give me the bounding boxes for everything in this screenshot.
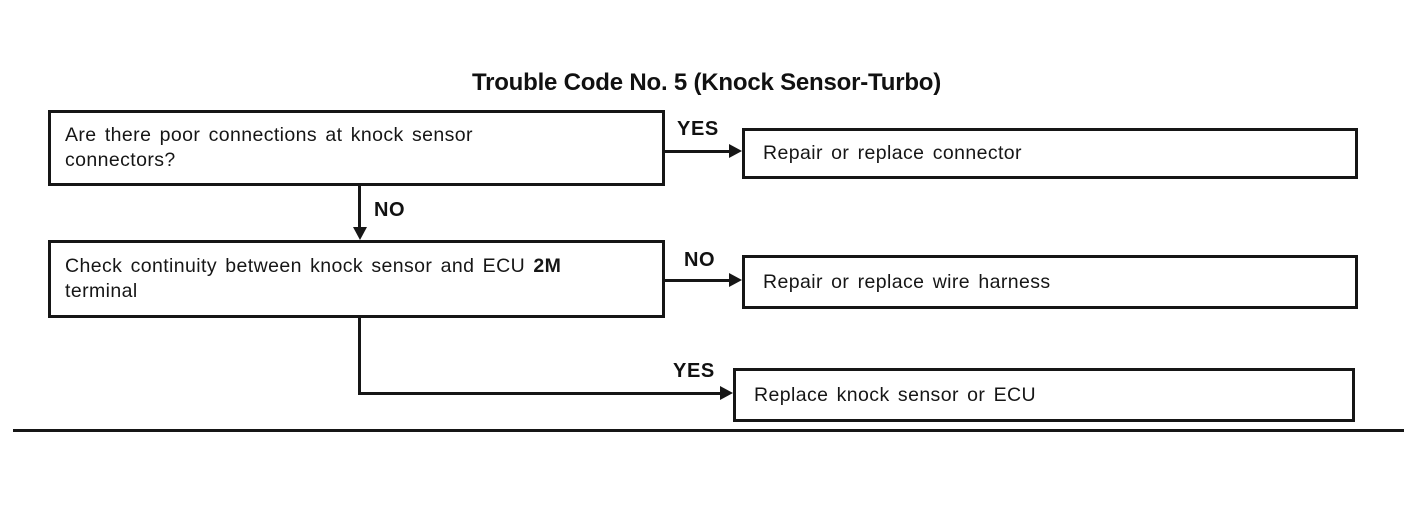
arrow-down-icon: [353, 227, 367, 240]
action-box-3-text: Replace knock sensor or ECU: [754, 383, 1036, 406]
decision-box-knock-sensor-connections: Are there poor connections at knock sens…: [48, 110, 665, 186]
arrow-right-icon: [729, 144, 742, 158]
decision-box-2-terminal-code: 2M: [533, 255, 562, 277]
branch-label-no-1: NO: [374, 199, 406, 221]
branch-label-yes-2: YES: [673, 360, 715, 382]
connector-line-yes-2-vertical: [358, 318, 361, 395]
decision-box-1-line-1: Are there poor connections at knock sens…: [65, 124, 473, 146]
page-title: Trouble Code No. 5 (Knock Sensor-Turbo): [471, 69, 942, 96]
arrow-right-icon: [720, 386, 733, 400]
connector-line-no-2: [665, 279, 731, 282]
decision-box-2-line-1: Check continuity between knock sensor an…: [65, 254, 648, 279]
action-box-1-text: Repair or replace connector: [763, 142, 1022, 164]
decision-box-2-line-1-text: Check continuity between knock sensor an…: [65, 255, 526, 277]
connector-line-no-1: [358, 186, 361, 230]
connector-line-yes-2-horizontal: [358, 392, 722, 395]
bottom-rule-divider: [13, 429, 1404, 432]
action-box-repair-wire-harness: Repair or replace wire harness: [742, 255, 1358, 309]
decision-box-check-continuity: Check continuity between knock sensor an…: [48, 240, 665, 318]
decision-box-1-line-2: connectors?: [65, 149, 176, 171]
branch-label-no-2: NO: [684, 249, 716, 271]
action-box-repair-connector: Repair or replace connector: [742, 128, 1358, 179]
connector-line-yes-1: [665, 150, 731, 153]
action-box-replace-knock-sensor: Replace knock sensor or ECU: [733, 368, 1355, 422]
decision-box-2-line-2: terminal: [65, 280, 138, 302]
branch-label-yes-1: YES: [677, 118, 719, 140]
action-box-2-text: Repair or replace wire harness: [763, 270, 1051, 293]
arrow-right-icon: [729, 273, 742, 287]
